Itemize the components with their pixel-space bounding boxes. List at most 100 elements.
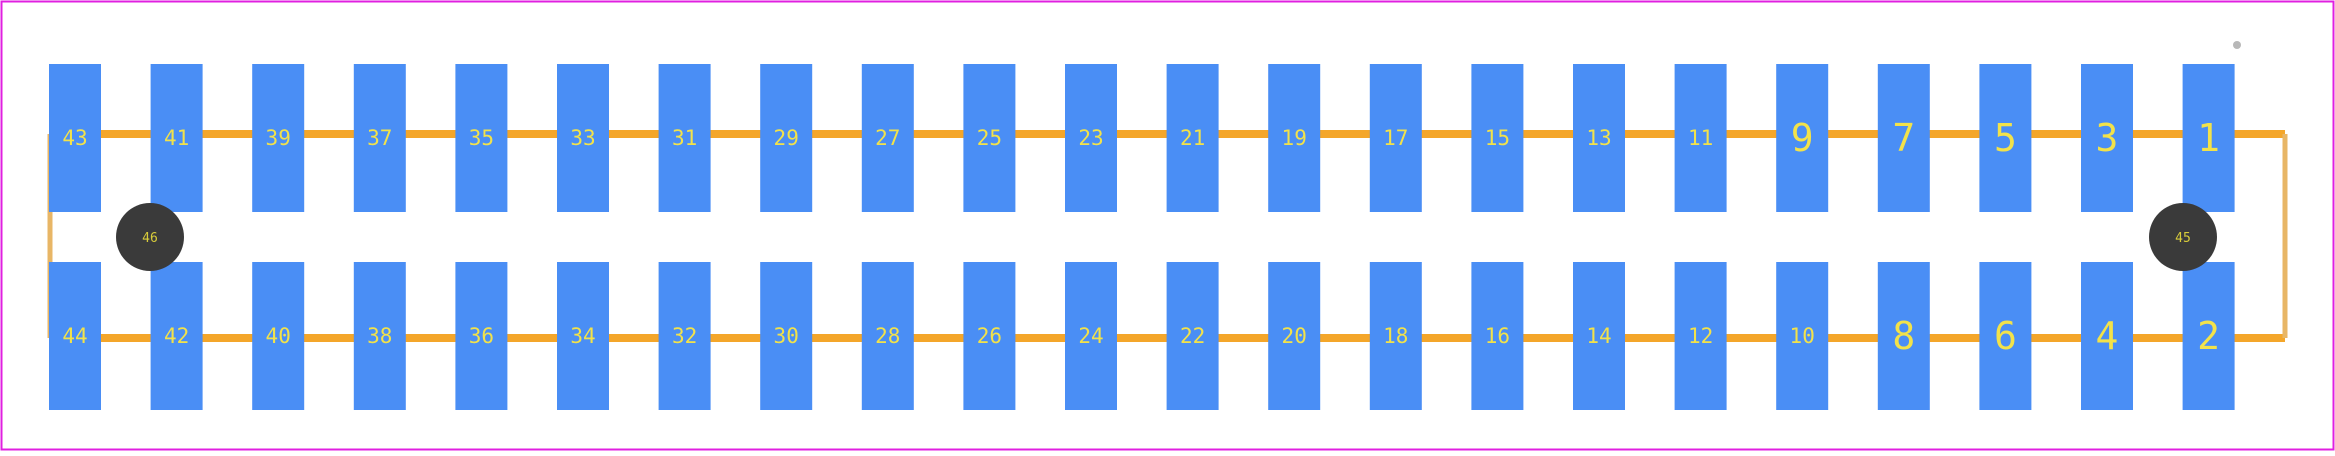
mounting-hole — [116, 203, 184, 271]
pad — [1877, 64, 1930, 212]
pad-number-label: 22 — [1180, 324, 1205, 348]
pad-number-label: 36 — [469, 324, 494, 348]
pad-number-label: 2 — [2197, 314, 2220, 358]
pad — [1268, 262, 1321, 410]
pad-number-label: 27 — [875, 126, 900, 150]
pad-number-label: 16 — [1485, 324, 1510, 348]
pad — [1166, 64, 1219, 212]
pad-number-label: 34 — [570, 324, 595, 348]
pad — [1369, 64, 1422, 212]
pad — [658, 262, 711, 410]
pad-number-label: 14 — [1586, 324, 1611, 348]
pad — [1776, 262, 1829, 410]
mounting-hole — [2149, 203, 2217, 271]
pad-number-label: 31 — [672, 126, 697, 150]
pad-number-label: 18 — [1383, 324, 1408, 348]
pad-number-label: 12 — [1688, 324, 1713, 348]
pad — [2182, 262, 2235, 410]
pad-number-label: 1 — [2197, 116, 2220, 160]
mounting-hole-right: 45 — [2149, 203, 2217, 271]
mounting-hole-left: 46 — [116, 203, 184, 271]
pad — [1065, 64, 1117, 212]
pad-number-label: 44 — [62, 324, 87, 348]
pad — [252, 262, 305, 410]
pad — [1979, 262, 2032, 410]
pad-number-label: 8 — [1892, 314, 1915, 358]
pad-number-label: 5 — [1994, 116, 2017, 160]
pad — [455, 64, 508, 212]
pad-number-label: 30 — [774, 324, 799, 348]
pad — [150, 262, 203, 410]
pad-number-label: 39 — [266, 126, 291, 150]
pad-number-label: 3 — [2096, 116, 2119, 160]
pad — [455, 262, 508, 410]
pad — [760, 262, 813, 410]
pad — [252, 64, 305, 212]
pad — [658, 64, 711, 212]
mounting-hole-label: 46 — [142, 231, 158, 246]
pad — [150, 64, 203, 212]
pad-number-label: 24 — [1078, 324, 1103, 348]
pad-number-label: 4 — [2096, 314, 2119, 358]
pad — [861, 262, 914, 410]
pad-number-label: 19 — [1282, 126, 1307, 150]
pad — [1166, 262, 1219, 410]
pad-number-label: 10 — [1790, 324, 1815, 348]
pad-number-label: 17 — [1383, 126, 1408, 150]
mounting-hole-label: 45 — [2175, 231, 2191, 246]
pad-number-label: 28 — [875, 324, 900, 348]
pad — [1776, 64, 1829, 212]
pad-number-label: 29 — [774, 126, 799, 150]
pad-number-label: 23 — [1078, 126, 1103, 150]
pad — [2081, 64, 2133, 212]
pad — [353, 64, 406, 212]
pad-number-label: 21 — [1180, 126, 1205, 150]
pad — [2182, 64, 2235, 212]
pad — [1369, 262, 1422, 410]
pin1-marker — [2233, 41, 2241, 49]
pad — [1674, 262, 1727, 410]
pad-number-label: 11 — [1688, 126, 1713, 150]
pad — [49, 262, 101, 410]
pad — [1979, 64, 2032, 212]
pad-number-label: 9 — [1791, 116, 1814, 160]
pad — [353, 262, 406, 410]
pad-number-label: 37 — [367, 126, 392, 150]
pad-number-label: 7 — [1892, 116, 1915, 160]
pad-number-label: 40 — [266, 324, 291, 348]
pad — [1268, 64, 1321, 212]
pad — [1877, 262, 1930, 410]
pad-number-label: 32 — [672, 324, 697, 348]
pad-number-label: 35 — [469, 126, 494, 150]
pad — [963, 262, 1016, 410]
pad — [557, 64, 609, 212]
pad-number-label: 41 — [164, 126, 189, 150]
pad — [1065, 262, 1117, 410]
pad-number-label: 42 — [164, 324, 189, 348]
pad-number-label: 43 — [62, 126, 87, 150]
pad — [861, 64, 914, 212]
pad — [963, 64, 1016, 212]
pad-number-label: 33 — [570, 126, 595, 150]
pad — [557, 262, 609, 410]
pad — [1573, 64, 1625, 212]
pad — [1573, 262, 1625, 410]
pad — [1471, 262, 1524, 410]
pad-number-label: 15 — [1485, 126, 1510, 150]
pad-number-label: 38 — [367, 324, 392, 348]
pad — [1471, 64, 1524, 212]
pad — [2081, 262, 2133, 410]
pad-number-label: 13 — [1586, 126, 1611, 150]
pad — [49, 64, 101, 212]
pad — [760, 64, 813, 212]
pad-number-label: 25 — [977, 126, 1002, 150]
pad-number-label: 20 — [1282, 324, 1307, 348]
pad — [1674, 64, 1727, 212]
pad-number-label: 26 — [977, 324, 1002, 348]
pad-number-label: 6 — [1994, 314, 2017, 358]
